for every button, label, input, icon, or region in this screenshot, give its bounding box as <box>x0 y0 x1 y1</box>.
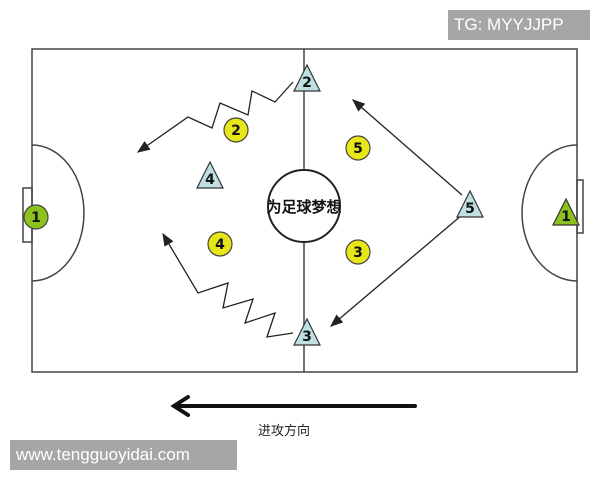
attack-direction-arrow <box>170 395 417 417</box>
triangle-player-5: 5 <box>456 189 484 218</box>
right-penalty-arc <box>521 144 578 282</box>
player-number: 1 <box>31 210 41 226</box>
triangle-player-3: 3 <box>293 317 321 346</box>
pass-arrow-up <box>352 99 463 196</box>
movement-lines <box>136 81 463 338</box>
logo-text: 为足球梦想 <box>266 198 341 216</box>
player-number: 1 <box>561 209 571 225</box>
circle-player-3: 3 <box>345 239 371 265</box>
circle-player-4: 4 <box>207 231 233 257</box>
watermark-bottom: www.tengguoyidai.com <box>10 440 237 470</box>
triangle-player-4: 4 <box>196 160 224 189</box>
attack-direction-label: 进攻方向 <box>258 424 311 439</box>
triangle-player-1: 1 <box>552 197 580 226</box>
player-number: 2 <box>231 123 241 139</box>
dribble-arrow-bottom <box>162 232 294 338</box>
watermark-top: TG: MYYJJPP <box>448 10 590 40</box>
left-penalty-arc <box>31 144 85 282</box>
dribble-arrow-top <box>136 81 294 153</box>
triangle-player-2: 2 <box>293 63 321 92</box>
right-goal <box>576 179 584 234</box>
player-number: 4 <box>215 237 225 253</box>
player-number: 5 <box>465 201 475 217</box>
player-number: 2 <box>302 75 312 91</box>
player-number: 5 <box>353 141 363 157</box>
circle-player-5: 5 <box>345 135 371 161</box>
player-number: 4 <box>205 172 215 188</box>
player-number: 3 <box>302 329 312 345</box>
circle-player-1: 1 <box>23 204 49 230</box>
center-logo: 为足球梦想 <box>266 169 342 243</box>
player-number: 3 <box>353 245 363 261</box>
pass-arrow-down <box>330 214 463 327</box>
circle-player-2: 2 <box>223 117 249 143</box>
